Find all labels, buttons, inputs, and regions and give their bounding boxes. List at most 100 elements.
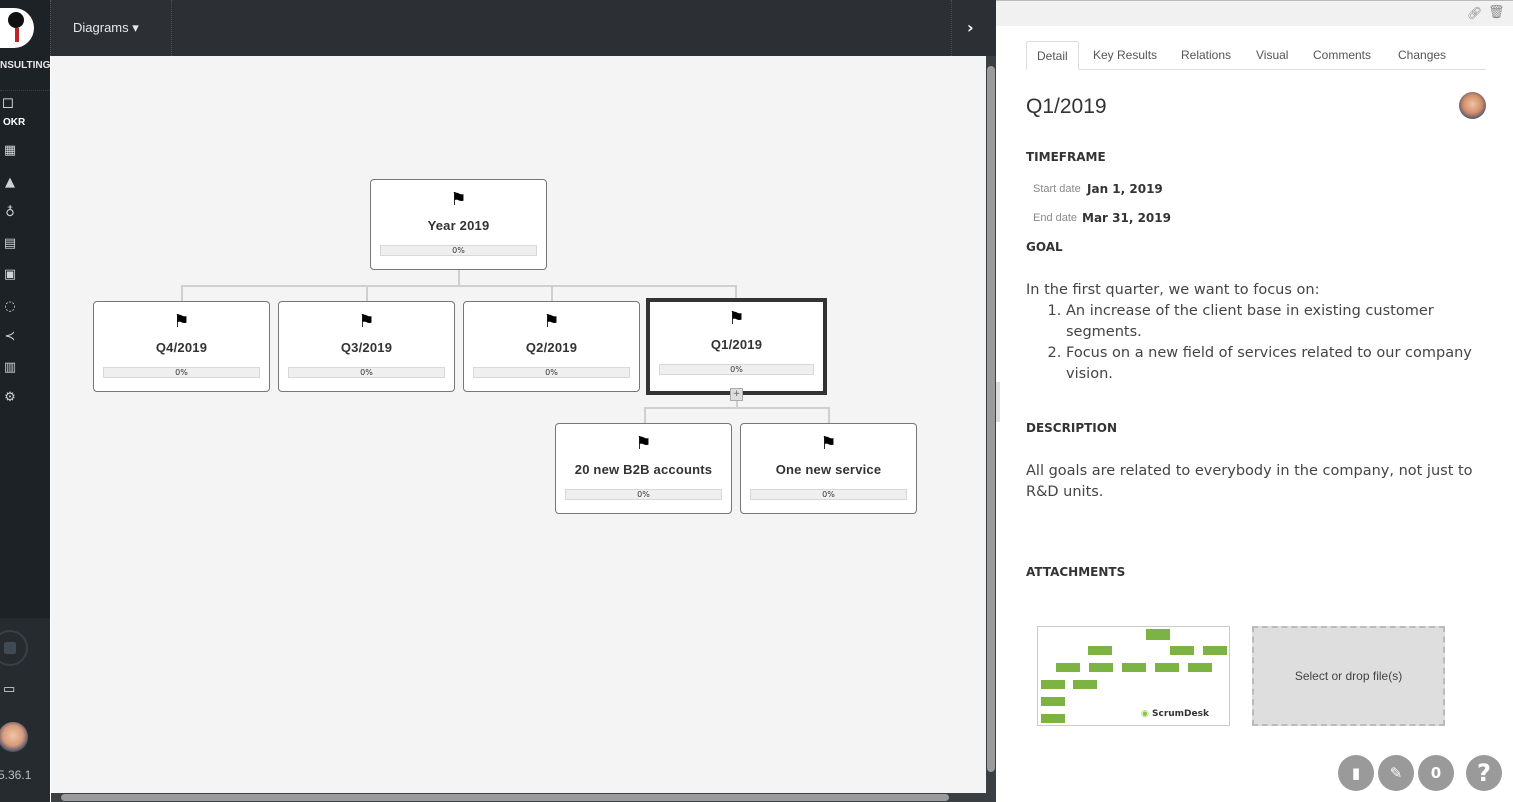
page-title[interactable]: Q1/2019 <box>1026 95 1107 118</box>
share-icon[interactable]: ≺ <box>4 329 16 344</box>
notifications-counter[interactable]: 0 <box>1418 755 1454 791</box>
divider <box>951 0 952 56</box>
flag-icon: ⚑ <box>728 308 745 329</box>
theme-toggle[interactable] <box>0 630 28 666</box>
connector <box>644 407 830 409</box>
node-20-new-b2b-accounts[interactable]: ⚑ 20 new B2B accounts 0% <box>555 423 732 514</box>
end-date-value[interactable]: Mar 31, 2019 <box>1082 211 1171 225</box>
tab-comments[interactable]: Comments <box>1313 48 1372 62</box>
connector <box>644 407 646 423</box>
book-button[interactable]: ▮ <box>1338 755 1374 791</box>
trash-icon[interactable]: 🗑︎ <box>1488 5 1505 20</box>
start-date-value[interactable]: Jan 1, 2019 <box>1087 182 1163 196</box>
divider <box>171 0 172 56</box>
progress-bar: 0% <box>473 367 630 378</box>
connector <box>736 400 738 408</box>
scrumdesk-logo: ◉ ScrumDesk <box>1141 709 1209 719</box>
okr-icon[interactable]: ☐ <box>2 97 14 112</box>
node-title: Q3/2019 <box>340 340 393 355</box>
goal-intro: In the first quarter, we want to focus o… <box>1026 282 1320 298</box>
progress-bar: 0% <box>565 489 722 500</box>
link-icon[interactable]: 🔗︎ <box>1467 6 1483 20</box>
edit-button[interactable]: ✎ <box>1378 755 1414 791</box>
briefcase-icon[interactable]: ▣ <box>3 267 17 282</box>
brand-name: NSULTING <box>0 60 51 71</box>
expand-button[interactable]: + <box>730 388 743 401</box>
version-label: 5.36.1 <box>0 768 32 782</box>
help-button[interactable]: ? <box>1466 755 1502 791</box>
progress-bar: 0% <box>103 367 260 378</box>
toolbar: Diagrams ▾ › <box>50 0 996 56</box>
node-title: Q1/2019 <box>710 337 763 352</box>
connector <box>735 285 737 301</box>
connector <box>828 407 830 423</box>
owner-avatar[interactable] <box>1459 92 1486 119</box>
folder-icon[interactable]: ▭ <box>3 682 16 697</box>
file-drop-zone[interactable]: Select or drop file(s) <box>1252 626 1445 726</box>
connector <box>458 269 460 286</box>
detail-tabs: Detail Key Results Relations Visual Comm… <box>1026 41 1486 70</box>
company-logo[interactable] <box>0 8 34 48</box>
gear-icon[interactable]: ⚙ <box>4 390 16 405</box>
sidebar: NSULTING ☐ OKR ▦ ▲ ♁ ▤ ▣ ◌ ≺ ▥ ⚙ ▭ 5.36.… <box>0 0 50 802</box>
panel-header <box>996 0 1513 26</box>
node-one-new-service[interactable]: ⚑ One new service 0% <box>740 423 917 514</box>
chart-icon[interactable]: ▥ <box>3 360 17 375</box>
description-heading: DESCRIPTION <box>1026 421 1118 435</box>
okr-label[interactable]: OKR <box>3 117 26 128</box>
progress-bar: 0% <box>380 245 537 256</box>
pencil-icon: ✎ <box>1389 764 1403 782</box>
connector <box>366 285 368 301</box>
end-date-label: End date <box>1033 212 1078 224</box>
panel-resize-handle[interactable] <box>996 382 1000 422</box>
node-title: Q4/2019 <box>155 340 208 355</box>
flag-icon: ⚑ <box>450 189 467 210</box>
description-text[interactable]: All goals are related to everybody in th… <box>1026 463 1473 500</box>
diagrams-menu[interactable]: Diagrams ▾ <box>73 20 139 35</box>
road-icon[interactable]: ▲ <box>5 175 15 190</box>
node-title: One new service <box>775 462 882 477</box>
tab-visual[interactable]: Visual <box>1256 48 1289 62</box>
flag-icon: ⚑ <box>358 311 375 332</box>
node-q1-2019[interactable]: ⚑ Q1/2019 0% <box>646 298 827 395</box>
attachment-thumbnail[interactable]: ◉ ScrumDesk <box>1037 626 1230 726</box>
connector <box>551 285 553 301</box>
attachments-heading: ATTACHMENTS <box>1026 565 1126 579</box>
node-title: Q2/2019 <box>525 340 578 355</box>
flag-icon: ⚑ <box>635 433 652 454</box>
node-title: Year 2019 <box>427 218 490 233</box>
goal-text[interactable]: In the first quarter, we want to focus o… <box>1026 280 1496 385</box>
tab-key-results[interactable]: Key Results <box>1093 48 1158 62</box>
node-q2-2019[interactable]: ⚑ Q2/2019 0% <box>463 301 640 392</box>
progress-bar: 0% <box>288 367 445 378</box>
node-year-2019[interactable]: ⚑ Year 2019 0% <box>370 179 547 270</box>
node-q4-2019[interactable]: ⚑ Q4/2019 0% <box>93 301 270 392</box>
grid-icon[interactable]: ▦ <box>3 143 17 158</box>
comments-icon[interactable]: ◌ <box>4 299 16 314</box>
list-icon[interactable]: ▤ <box>3 236 17 251</box>
connector <box>181 285 737 287</box>
tab-relations[interactable]: Relations <box>1181 48 1232 62</box>
horizontal-scrollbar[interactable] <box>61 794 949 801</box>
tab-changes[interactable]: Changes <box>1398 48 1447 62</box>
divider <box>0 90 50 91</box>
node-title: 20 new B2B accounts <box>574 462 713 477</box>
goal-item: Focus on a new field of services related… <box>1066 343 1496 385</box>
flag-icon: ⚑ <box>543 311 560 332</box>
flag-icon: ⚑ <box>173 311 190 332</box>
timeframe-heading: TIMEFRAME <box>1026 150 1106 164</box>
collapse-panel-button[interactable]: › <box>967 18 974 37</box>
start-date-label: Start date <box>1033 183 1081 195</box>
goal-heading: GOAL <box>1026 240 1063 254</box>
progress-bar: 0% <box>750 489 907 500</box>
flag-icon: ⚑ <box>820 433 837 454</box>
user-avatar[interactable] <box>0 722 28 752</box>
connector <box>181 285 183 301</box>
book-icon: ▮ <box>1351 764 1361 782</box>
tab-detail[interactable]: Detail <box>1026 41 1079 70</box>
vertical-scrollbar[interactable] <box>987 66 995 772</box>
progress-bar: 0% <box>659 364 814 375</box>
node-q3-2019[interactable]: ⚑ Q3/2019 0% <box>278 301 455 392</box>
lightbulb-icon[interactable]: ♁ <box>5 205 15 220</box>
goal-item: An increase of the client base in existi… <box>1066 301 1496 343</box>
